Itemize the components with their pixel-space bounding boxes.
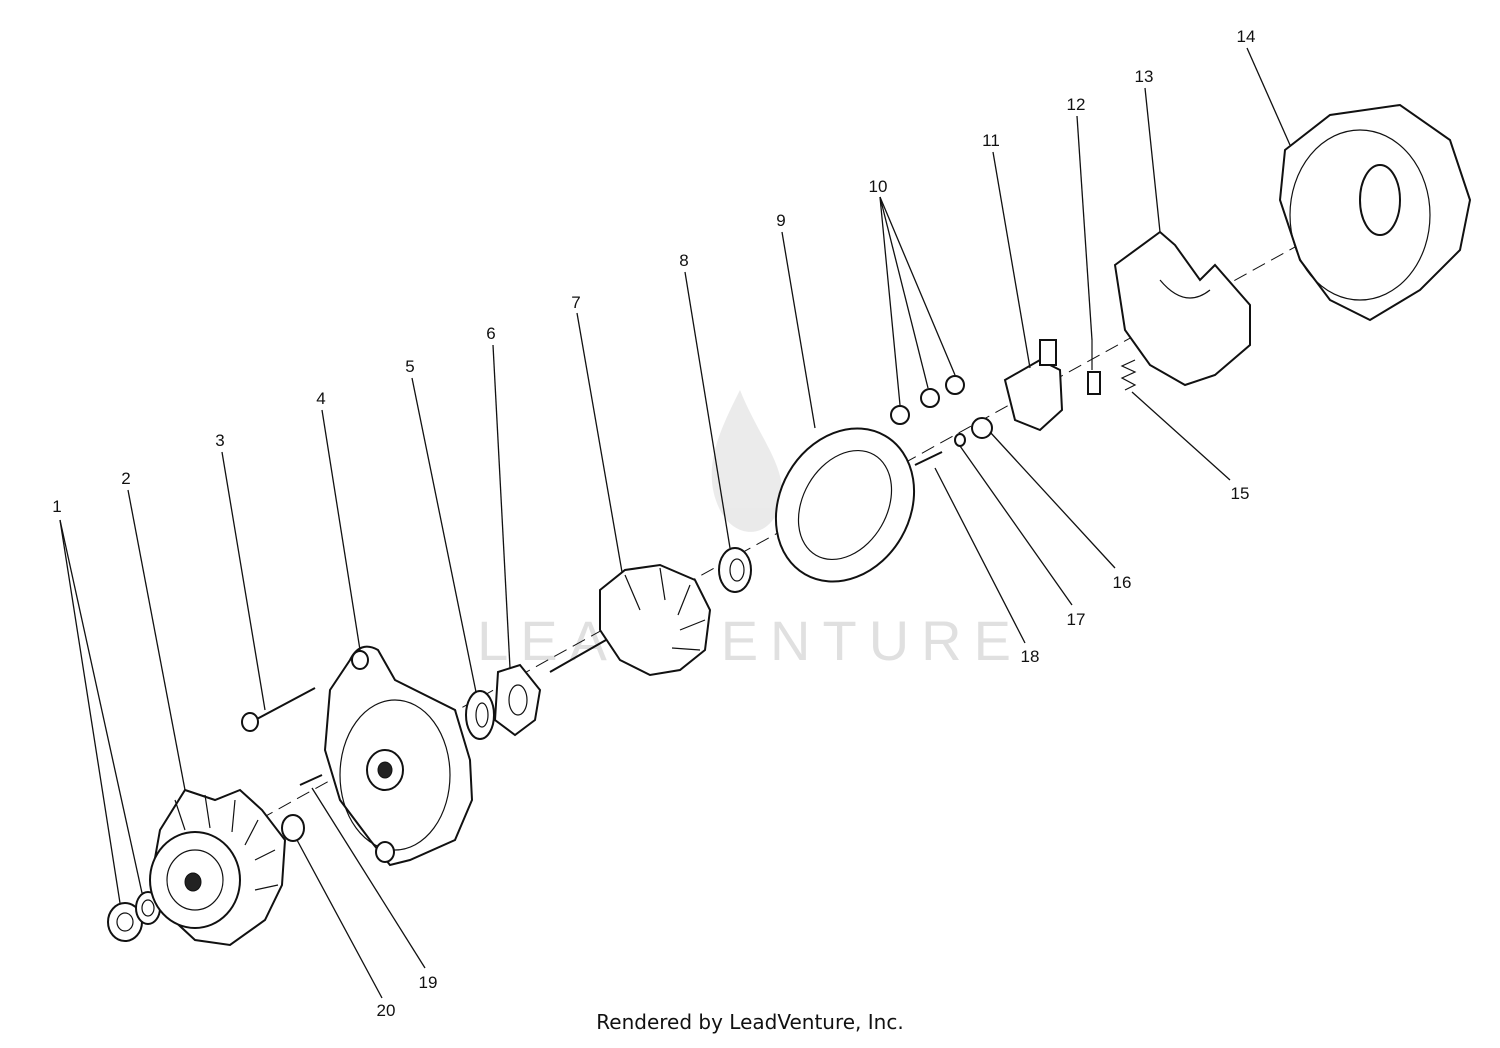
part-front-housing [323, 645, 474, 867]
part-rear-bearing [718, 547, 752, 593]
callout-1: 1 [52, 497, 61, 516]
callout-19: 19 [419, 973, 438, 992]
part-rotor [549, 563, 712, 677]
callout-17: 17 [1067, 610, 1086, 629]
callout-12: 12 [1067, 95, 1086, 114]
callout-8: 8 [679, 251, 688, 270]
part-brush [1087, 340, 1101, 395]
callout-7: 7 [571, 293, 580, 312]
callout-5: 5 [405, 357, 414, 376]
callout-6: 6 [486, 324, 495, 343]
callout-11: 11 [982, 131, 1000, 150]
callout-16: 16 [1113, 573, 1132, 592]
part-spring [1120, 359, 1137, 391]
callout-15: 15 [1231, 484, 1250, 503]
callout-2: 2 [121, 469, 130, 488]
part-terminal-hardware [914, 417, 993, 466]
part-brush-holder [1003, 339, 1064, 432]
callout-3: 3 [215, 431, 224, 450]
callout-14: 14 [1237, 27, 1256, 46]
part-rectifier [1113, 230, 1251, 387]
part-insulators [890, 375, 965, 425]
callout-18: 18 [1021, 647, 1040, 666]
part-nut-and-washer [107, 891, 161, 942]
callout-20: 20 [377, 1001, 396, 1020]
watermark-text: LEADVENTURE [477, 609, 1023, 672]
watermark: LEADVENTURE [477, 390, 1023, 672]
callout-4: 4 [316, 389, 325, 408]
part-rear-housing [1278, 103, 1472, 322]
part-pulley-fan [149, 788, 287, 947]
part-screw-and-spacer [281, 774, 323, 842]
render-credit: Rendered by LeadVenture, Inc. [596, 1010, 904, 1034]
leader-lines [59, 47, 1291, 999]
part-front-bearing [465, 690, 495, 740]
part-stator [774, 427, 916, 583]
part-bearing-retainer [493, 663, 542, 737]
callout-13: 13 [1135, 67, 1154, 86]
part-through-bolt [241, 687, 316, 732]
callout-10: 10 [869, 177, 888, 196]
callout-9: 9 [776, 211, 785, 230]
callout-labels: 1 2 3 4 5 6 7 8 9 10 11 12 13 14 15 16 1… [52, 27, 1255, 1020]
